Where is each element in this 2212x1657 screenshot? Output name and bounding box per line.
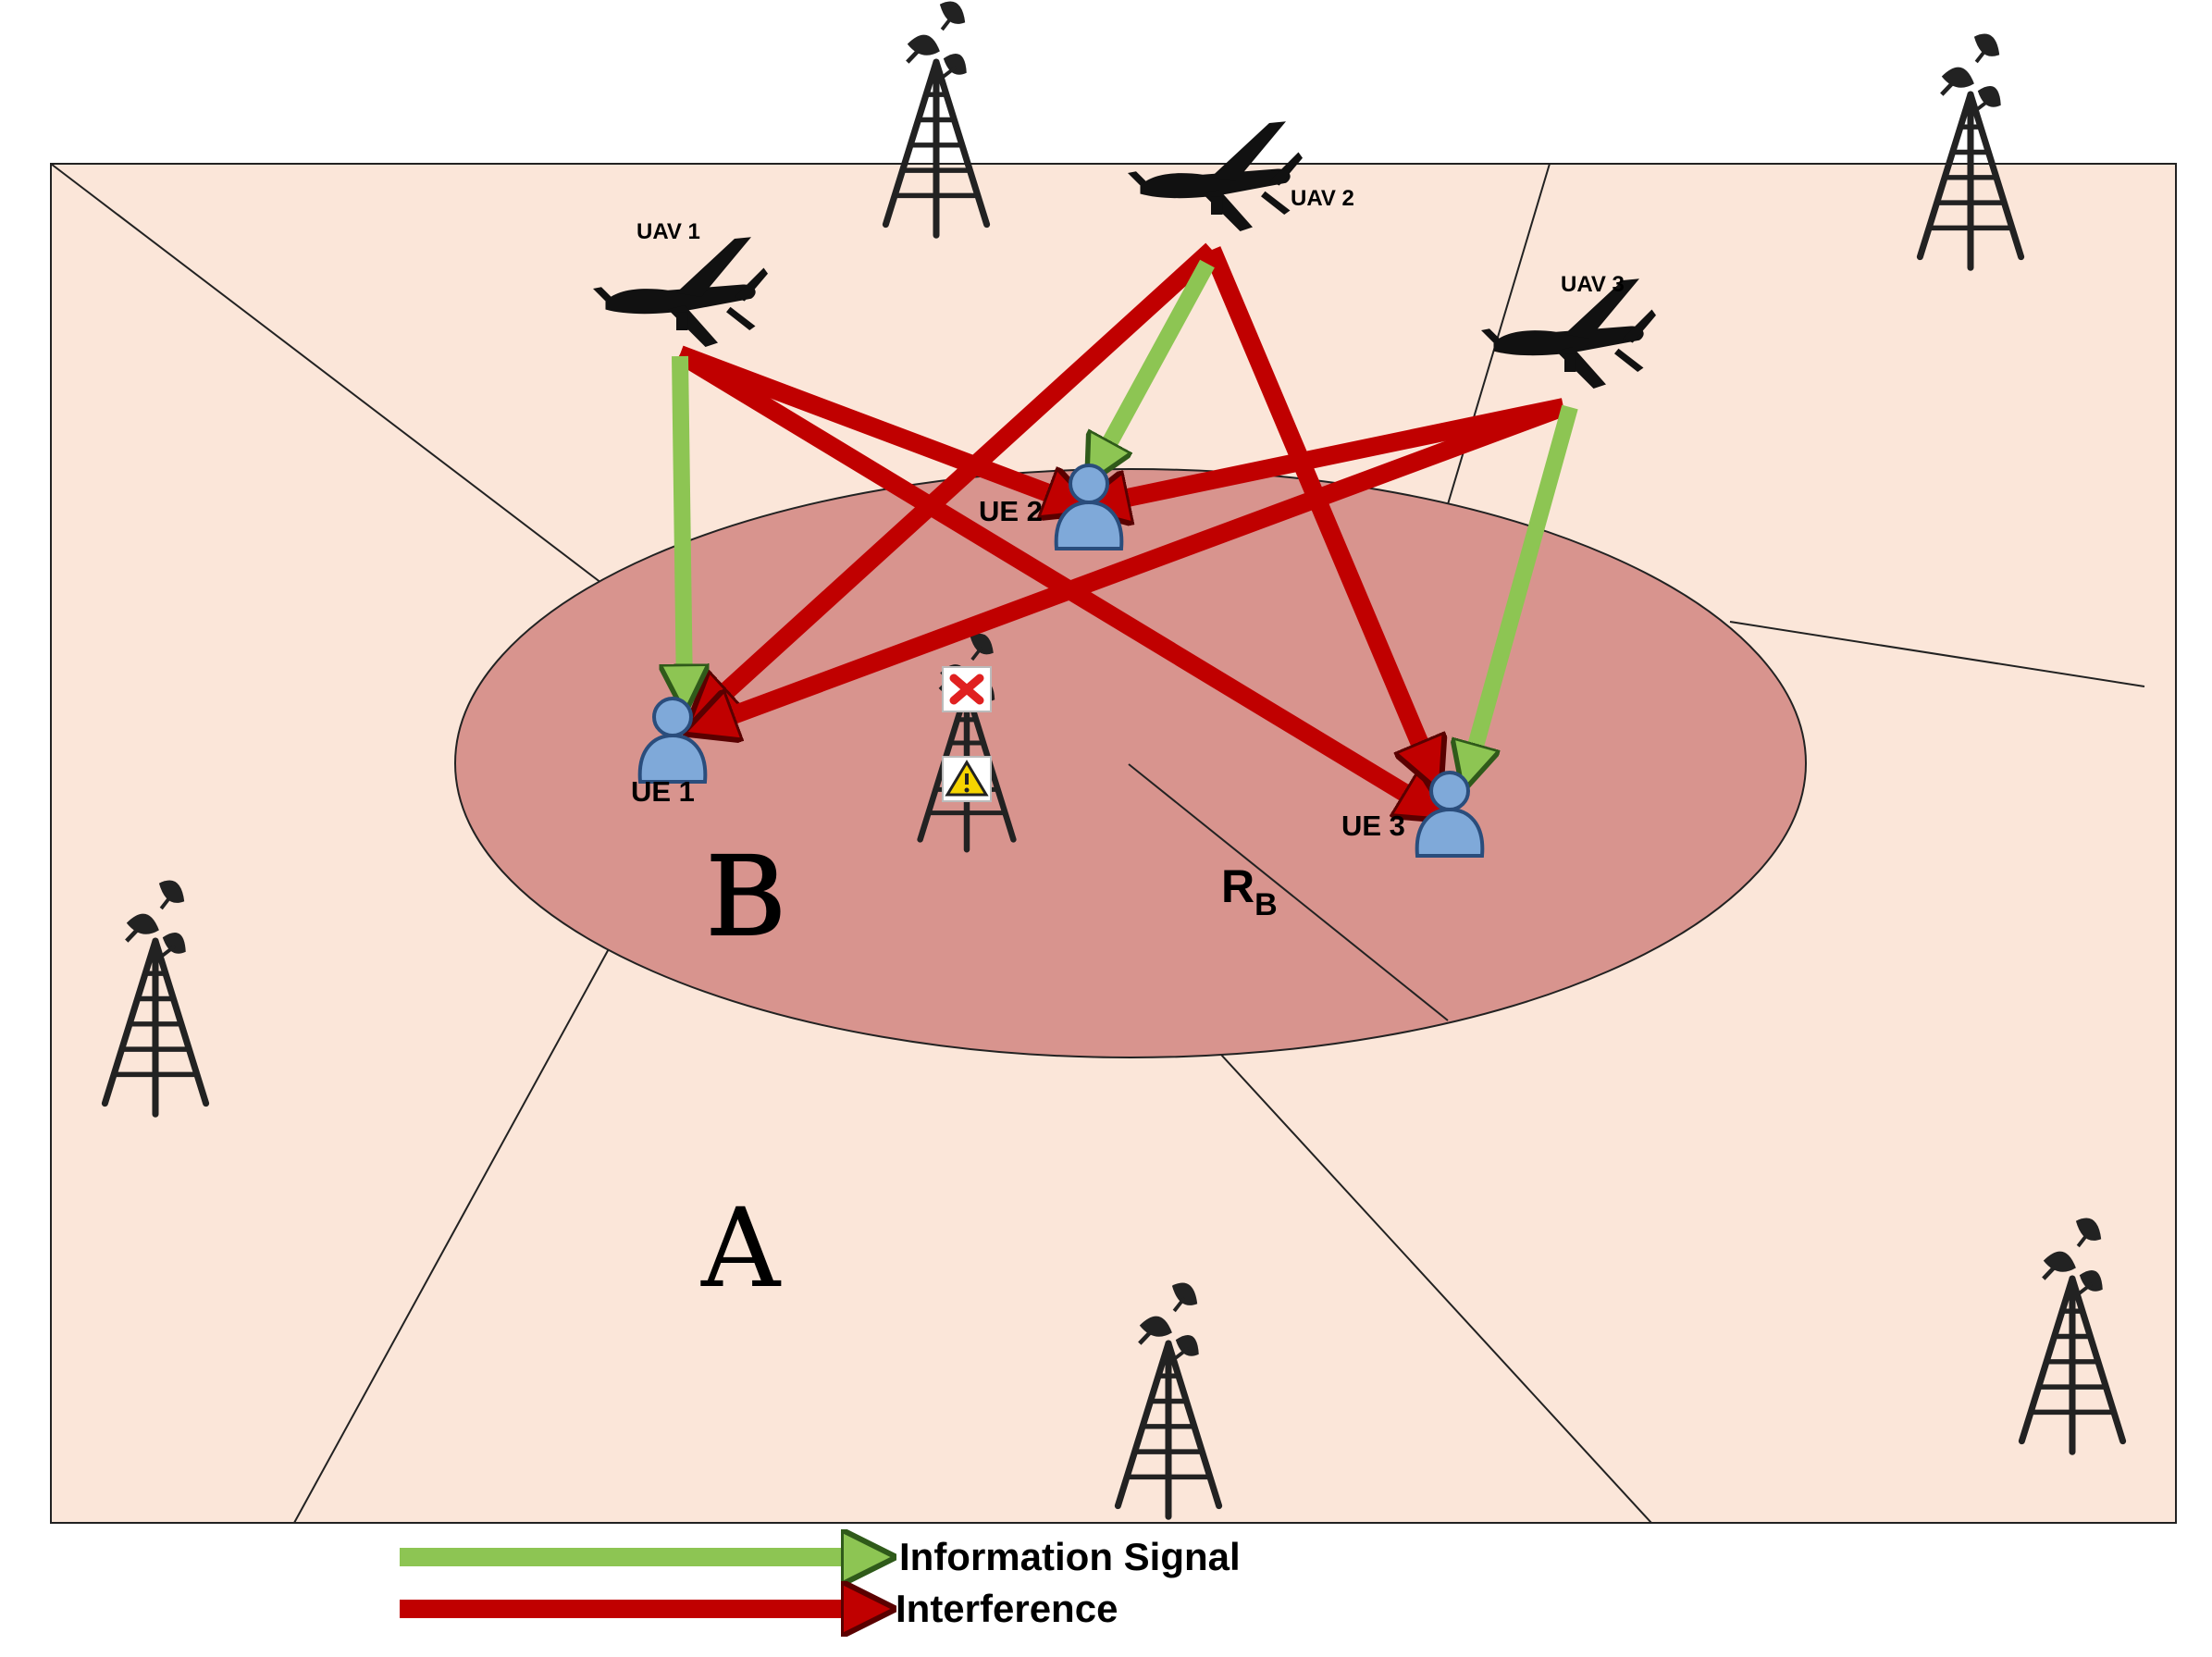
legend-interference-label: Interference [896, 1587, 1118, 1630]
ue-2-label: UE 2 [979, 495, 1043, 527]
legend: Information Signal Interference [400, 1535, 1241, 1630]
interference-arrow [703, 242, 1218, 712]
legend-info-label: Information Signal [899, 1535, 1241, 1578]
interference-arrow [1203, 246, 1432, 773]
uav-3-label: UAV 3 [1561, 272, 1625, 297]
interference-arrow [674, 346, 1432, 810]
warning-icon [942, 756, 992, 802]
region-b-label: B [706, 833, 786, 960]
interference-arrow [703, 398, 1567, 726]
information-arrow [1468, 404, 1578, 773]
uav-2-label: UAV 2 [1291, 186, 1354, 211]
interference-links [674, 242, 1567, 810]
information-arrow [1096, 259, 1215, 467]
information-arrow [680, 355, 685, 694]
interference-arrow [1096, 398, 1566, 504]
radius-line [1128, 763, 1449, 1021]
ue-1-label: UE 1 [631, 775, 695, 808]
uav-1-label: UAV 1 [636, 219, 700, 244]
red-x-icon [942, 666, 992, 712]
ue-3-label: UE 3 [1341, 810, 1405, 842]
information-links [680, 259, 1578, 773]
interference-arrow [676, 345, 1078, 504]
radius-label: RB [1221, 860, 1278, 922]
region-a-label: A [700, 1184, 782, 1312]
